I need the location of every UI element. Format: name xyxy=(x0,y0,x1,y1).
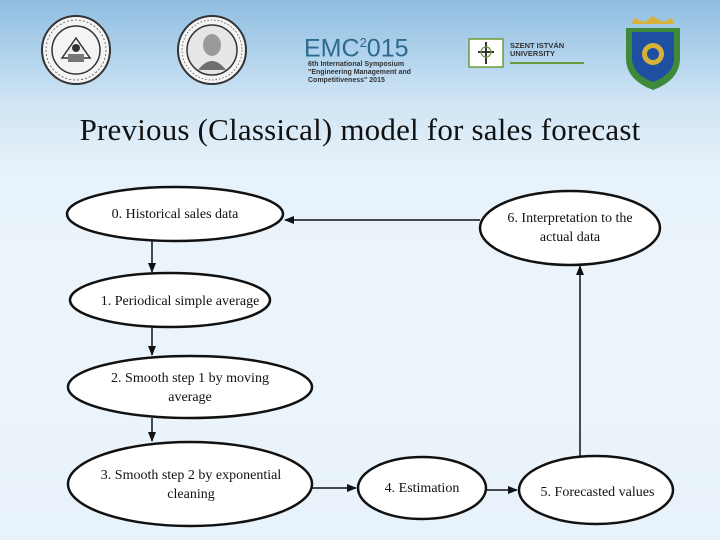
portrait-seal-icon xyxy=(177,15,247,85)
node-1-shape xyxy=(68,271,272,329)
crest-icon xyxy=(468,38,504,68)
emc-subtitle: 6th International Symposium "Engineering… xyxy=(308,61,411,85)
node-6-shape xyxy=(478,189,662,267)
emc-sup: 2 xyxy=(359,35,367,50)
emc-logo: EMC2015 6th International Symposium "Eng… xyxy=(304,30,419,88)
node-5-shape xyxy=(517,454,675,526)
szent-istvan-logo: SZENT ISTVÁN UNIVERSITY xyxy=(468,38,586,68)
node-4-label: 4. Estimation xyxy=(384,480,460,496)
node-0-label: 0. Historical sales data xyxy=(111,206,239,222)
node-2-shape xyxy=(66,354,314,420)
coat-of-arms-icon xyxy=(626,16,680,90)
node-2-label: 2. Smooth step 1 by moving average xyxy=(111,371,269,405)
node-5-label: 5. Forecasted values xyxy=(540,484,655,500)
page-title: Previous (Classical) model for sales for… xyxy=(79,112,641,147)
node-0-shape xyxy=(65,185,285,243)
node-3-label: 3. Smooth step 2 by exponential cleaning xyxy=(100,468,282,502)
node-6-label: 6. Interpretation to the actual data xyxy=(507,211,633,245)
node-4-shape xyxy=(356,455,488,521)
emc-title: EMC xyxy=(304,34,360,63)
university-seal-icon xyxy=(41,15,111,85)
szent-underline xyxy=(510,62,584,64)
node-1-label: 1. Periodical simple average xyxy=(100,293,260,309)
szent-istvan-name: SZENT ISTVÁN UNIVERSITY xyxy=(510,41,565,58)
header-band xyxy=(0,0,720,105)
emc-year: 015 xyxy=(366,34,409,63)
node-3-shape xyxy=(66,440,314,528)
